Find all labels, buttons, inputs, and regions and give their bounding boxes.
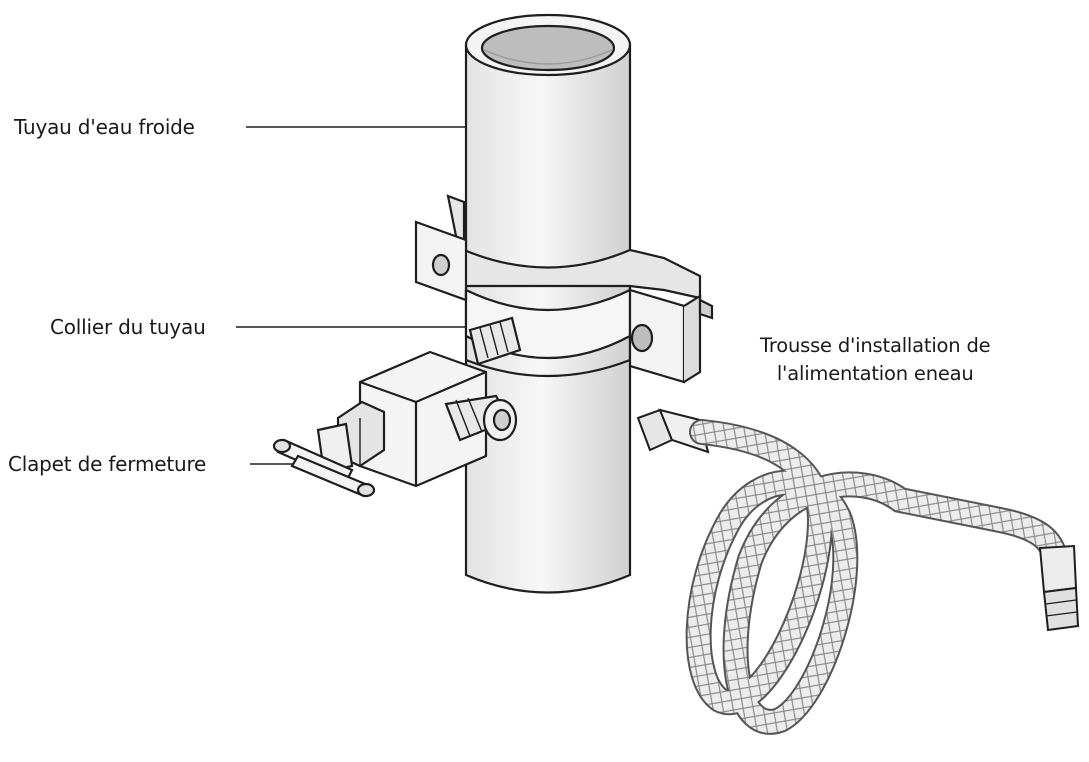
braided-supply-hose-icon <box>636 408 1080 735</box>
label-supply-kit-line1: Trousse d'installation de <box>760 334 991 357</box>
label-pipe-clamp: Collier du tuyau <box>50 315 206 339</box>
saddle-valve-icon <box>272 316 522 498</box>
label-supply-kit-line2: l'alimentation eneau <box>776 362 974 385</box>
label-supply-kit: Trousse d'installation de l'alimentation… <box>760 332 991 388</box>
label-cold-water-pipe: Tuyau d'eau froide <box>14 115 195 139</box>
label-shutoff-valve: Clapet de fermeture <box>8 452 207 476</box>
